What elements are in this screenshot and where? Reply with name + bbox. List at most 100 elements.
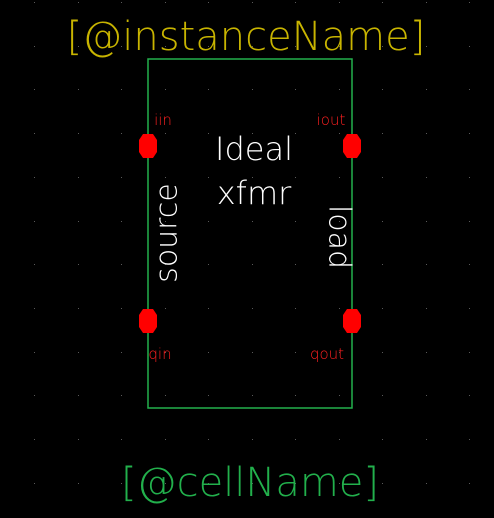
grid-dot: [295, 308, 296, 309]
grid-dot: [469, 89, 470, 90]
grid-dot: [382, 2, 383, 3]
grid-dot: [34, 352, 35, 353]
grid-dot: [382, 133, 383, 134]
grid-dot: [34, 133, 35, 134]
grid-dot: [469, 2, 470, 3]
grid-dot: [165, 264, 166, 265]
pin-iin[interactable]: [139, 134, 157, 158]
grid-dot: [295, 483, 296, 484]
side-label-source: source: [150, 183, 185, 283]
pin-iout[interactable]: [343, 134, 361, 158]
grid-dot: [34, 221, 35, 222]
grid-dot: [208, 133, 209, 134]
grid-dots: [34, 2, 470, 484]
grid-dot: [426, 352, 427, 353]
grid-dot: [78, 352, 79, 353]
grid-dot: [382, 439, 383, 440]
grid-dot: [165, 89, 166, 90]
instance-name-label[interactable]: [@instanceName]: [67, 14, 426, 60]
grid-dot: [121, 439, 122, 440]
symbol-body-outline[interactable]: [147, 58, 353, 409]
pin-qout[interactable]: [343, 309, 361, 333]
grid-dot: [252, 439, 253, 440]
grid-dot: [339, 177, 340, 178]
grid-dot: [78, 395, 79, 396]
grid-dot: [339, 46, 340, 47]
grid-dot: [382, 352, 383, 353]
grid-dot: [78, 133, 79, 134]
grid-dot: [426, 221, 427, 222]
grid-dot: [208, 308, 209, 309]
grid-dot: [78, 46, 79, 47]
grid-dot: [121, 264, 122, 265]
grid-dot: [469, 177, 470, 178]
grid-dot: [339, 352, 340, 353]
grid-dot: [34, 308, 35, 309]
grid-dot: [165, 308, 166, 309]
grid-dot: [382, 177, 383, 178]
grid-dot: [252, 395, 253, 396]
grid-dot: [252, 264, 253, 265]
grid-dot: [165, 352, 166, 353]
grid-dot: [78, 2, 79, 3]
grid-dot: [34, 177, 35, 178]
grid-dot: [382, 395, 383, 396]
grid-dot: [469, 352, 470, 353]
grid-dot: [208, 177, 209, 178]
grid-dot: [339, 439, 340, 440]
grid-dot: [426, 89, 427, 90]
grid-dot: [339, 395, 340, 396]
grid-dot: [78, 221, 79, 222]
grid-dot: [469, 133, 470, 134]
grid-dot: [252, 308, 253, 309]
grid-dot: [469, 395, 470, 396]
grid-dot: [252, 352, 253, 353]
pin-qin[interactable]: [139, 309, 157, 333]
grid-dot: [121, 2, 122, 3]
grid-dot: [469, 46, 470, 47]
cell-name-label[interactable]: [@cellName]: [121, 460, 379, 506]
grid-dot: [165, 221, 166, 222]
grid-dot: [339, 221, 340, 222]
grid-dot: [426, 395, 427, 396]
grid-dot: [469, 264, 470, 265]
grid-dot: [426, 308, 427, 309]
grid-dot: [121, 89, 122, 90]
grid-dot: [165, 439, 166, 440]
grid-dot: [339, 2, 340, 3]
grid-dot: [208, 46, 209, 47]
grid-dot: [121, 133, 122, 134]
grid-dot: [165, 395, 166, 396]
grid-dot: [469, 308, 470, 309]
grid-dot: [252, 133, 253, 134]
grid-dot: [339, 89, 340, 90]
grid-dot: [426, 2, 427, 3]
grid-dot: [121, 395, 122, 396]
grid-dot: [426, 177, 427, 178]
grid-dot: [78, 308, 79, 309]
grid-dot: [382, 483, 383, 484]
grid-dot: [426, 46, 427, 47]
grid-dot: [295, 133, 296, 134]
grid-dot: [295, 439, 296, 440]
grid-dot: [165, 483, 166, 484]
grid-dot: [121, 483, 122, 484]
grid-dot: [339, 308, 340, 309]
grid-dot: [208, 221, 209, 222]
body-text-ideal: Ideal: [215, 130, 293, 168]
grid-dot: [382, 221, 383, 222]
grid-dot: [339, 483, 340, 484]
grid-dot: [78, 439, 79, 440]
grid-dot: [121, 177, 122, 178]
grid-dot: [208, 2, 209, 3]
grid-dot: [78, 177, 79, 178]
grid-dot: [78, 89, 79, 90]
grid-dot: [121, 221, 122, 222]
grid-dot: [252, 46, 253, 47]
grid-dot: [252, 2, 253, 3]
grid-dot: [165, 133, 166, 134]
grid-dot: [34, 2, 35, 3]
grid-dot: [78, 483, 79, 484]
